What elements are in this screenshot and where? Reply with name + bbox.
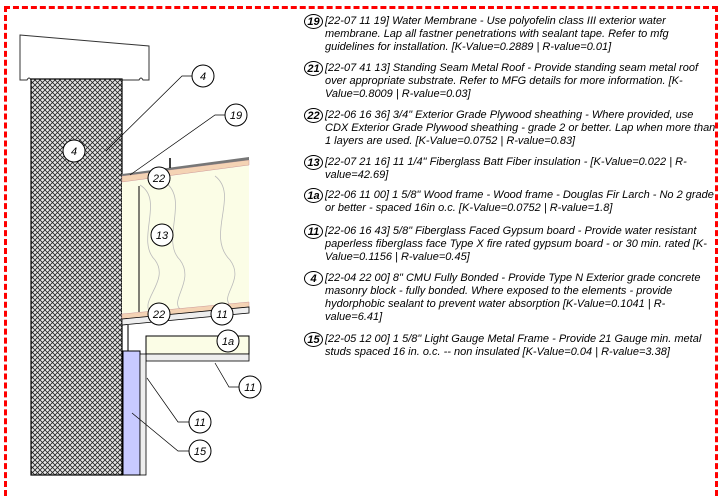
keynote-15: 15[22-05 12 00] 1 5/8" Light Gauge Metal… bbox=[304, 332, 716, 359]
svg-text:15: 15 bbox=[194, 446, 207, 458]
keynote-tag: 13 bbox=[304, 155, 323, 170]
keynote-4: 4[22-04 22 00] 8" CMU Fully Bonded - Pro… bbox=[304, 271, 716, 324]
keynote-22: 22[22-06 16 36] 3/4" Exterior Grade Plyw… bbox=[304, 108, 716, 148]
keynote-code: [22-05 12 00] bbox=[325, 333, 390, 345]
keynote-tag: 22 bbox=[304, 108, 323, 123]
callout-15: 15 bbox=[188, 439, 212, 463]
keynote-tag: 21 bbox=[304, 61, 323, 76]
coping-cap bbox=[19, 34, 150, 81]
batt-squiggles bbox=[139, 175, 236, 313]
svg-text:13: 13 bbox=[156, 230, 169, 242]
callout-4-top: 4 bbox=[191, 64, 215, 88]
keynote-code: [22-04 22 00] bbox=[325, 272, 390, 284]
svg-text:4: 4 bbox=[71, 146, 77, 158]
svg-text:4: 4 bbox=[200, 71, 206, 83]
svg-text:11: 11 bbox=[216, 309, 227, 321]
roof-insulation bbox=[122, 165, 249, 314]
keynote-text: 8" CMU Fully Bonded - Provide Type N Ext… bbox=[325, 272, 701, 310]
metal-stud-wall bbox=[122, 350, 141, 476]
keynote-code: [22-06 16 43] bbox=[325, 225, 390, 237]
keynote-13: 13[22-07 21 16] 11 1/4" Fiberglass Batt … bbox=[304, 155, 716, 182]
callout-19: 19 bbox=[224, 103, 248, 127]
keynote-values: [K-Value=0.0752 | R-value=0.83] bbox=[415, 135, 576, 147]
callout-22-top: 22 bbox=[147, 166, 171, 190]
callout-11-ceiling: 11 bbox=[238, 375, 262, 399]
keynote-text: Water Membrane - Use polyofelin class II… bbox=[325, 15, 669, 53]
keynote-text: 3/4" Exterior Grade Plywood sheathing - … bbox=[325, 109, 716, 147]
keynote-19: 19[22-07 11 19] Water Membrane - Use pol… bbox=[304, 14, 716, 54]
leader-lines bbox=[105, 75, 239, 452]
callout-1a: 1a bbox=[216, 329, 240, 353]
keynote-1a: 1a[22-06 11 00] 1 5/8" Wood frame - Wood… bbox=[304, 188, 716, 215]
keynote-values: [K-Value=0.2889 | R-value=0.01] bbox=[451, 41, 612, 53]
keynote-code: [22-06 16 36] bbox=[325, 109, 390, 121]
keynote-text: 1 5/8" Wood frame - Wood frame - Douglas… bbox=[325, 189, 714, 214]
keynote-values: [K-Value=0.022 | R-value=42.69] bbox=[325, 156, 687, 181]
callout-11-roof: 11 bbox=[210, 302, 234, 326]
keynote-code: [22-07 11 19] bbox=[325, 15, 390, 27]
keynote-21: 21[22-07 41 13] Standing Seam Metal Roof… bbox=[304, 61, 716, 101]
wall-gypsum bbox=[139, 353, 147, 476]
ceiling-gypsum bbox=[145, 353, 250, 362]
keynote-text: 11 1/4" Fiberglass Batt Fiber insulation… bbox=[389, 156, 591, 168]
keynote-values: [K-Value=0.04 | R-value=3.38] bbox=[522, 346, 670, 358]
keynote-text: 5/8" Fiberglass Faced Gypsum board - Pro… bbox=[325, 225, 697, 250]
keynote-values: [K-Value=0.0752 | R-value=1.8] bbox=[458, 202, 613, 214]
keynote-code: [22-07 21 16] bbox=[325, 156, 390, 168]
keynote-tag: 15 bbox=[304, 332, 323, 347]
keynote-11: 11[22-06 16 43] 5/8" Fiberglass Faced Gy… bbox=[304, 224, 716, 264]
keynote-text: Standing Seam Metal Roof - Provide stand… bbox=[325, 62, 698, 87]
cmu-wall bbox=[30, 78, 123, 476]
callout-4-wall: 4 bbox=[62, 139, 86, 163]
callout-13: 13 bbox=[150, 223, 174, 247]
keynote-tag: 11 bbox=[304, 224, 323, 239]
sheet-border bbox=[4, 6, 718, 496]
wall-roof-section-detail: 4 4 19 22 13 22 11 1a 11 11 15 bbox=[19, 34, 262, 476]
svg-text:11: 11 bbox=[194, 417, 205, 429]
keynote-values: [K-Value=0.8009 | R-value=0.03] bbox=[325, 75, 683, 100]
keynote-tag: 1a bbox=[304, 188, 323, 203]
svg-text:22: 22 bbox=[152, 309, 165, 321]
svg-text:1a: 1a bbox=[222, 336, 234, 348]
keynote-code: [22-06 11 00] bbox=[325, 189, 390, 201]
keynote-text: 1 5/8" Light Gauge Metal Frame - Provide… bbox=[325, 333, 702, 358]
keynote-code: [22-07 41 13] bbox=[325, 62, 390, 74]
callout-11-wall: 11 bbox=[188, 410, 212, 434]
keynote-values: [K-Value=0.1156 | R-value=0.45] bbox=[325, 238, 707, 263]
keynote-values: [K-Value=0.1041 | R-value=6.41] bbox=[325, 298, 666, 323]
svg-text:19: 19 bbox=[230, 110, 242, 122]
svg-text:22: 22 bbox=[152, 173, 165, 185]
callout-22-bottom: 22 bbox=[147, 302, 171, 326]
svg-text:11: 11 bbox=[244, 382, 255, 394]
keynote-tag: 19 bbox=[304, 14, 323, 29]
keynote-tag: 4 bbox=[304, 271, 323, 286]
